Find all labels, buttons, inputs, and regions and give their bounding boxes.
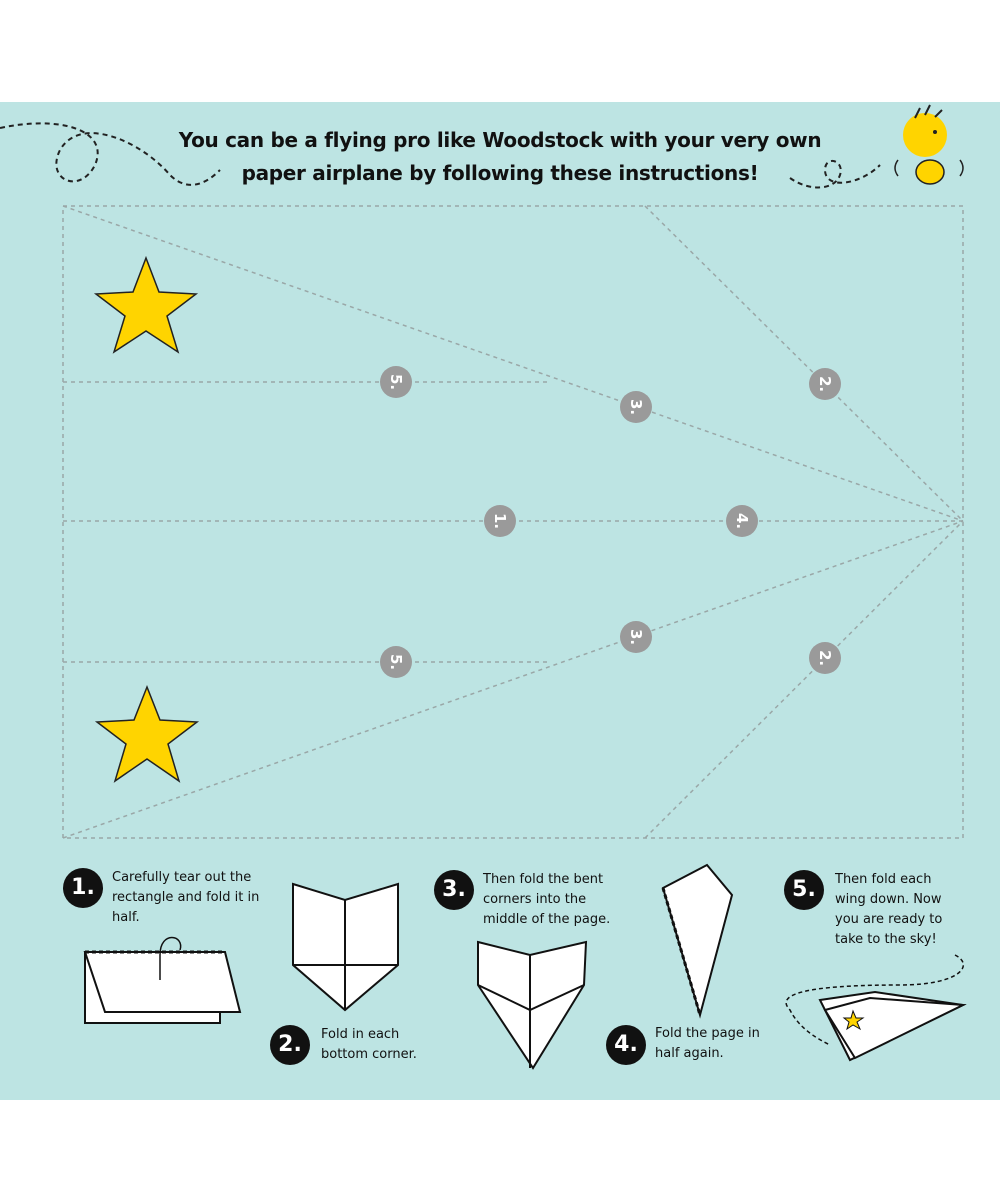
svg-text:3.: 3. xyxy=(627,629,645,645)
step4-illustration xyxy=(661,863,734,1019)
page-title: You can be a flying pro like Woodstock w… xyxy=(150,124,850,190)
svg-text:3.: 3. xyxy=(627,399,645,415)
activity-panel xyxy=(0,102,1000,1100)
step3-illustration xyxy=(477,940,588,1070)
svg-text:1.: 1. xyxy=(491,513,509,529)
step5-illustration xyxy=(785,954,967,1062)
step1-illustration xyxy=(83,936,242,1024)
star-icon xyxy=(94,684,200,783)
step-3-text: Then fold the bent corners into the midd… xyxy=(483,872,611,927)
svg-text:2.: 2. xyxy=(816,650,834,666)
star-icon xyxy=(93,255,199,354)
step-4-number: 4. xyxy=(606,1025,646,1065)
svg-text:5.: 5. xyxy=(387,374,405,390)
step-4-text: Fold the page in half again. xyxy=(655,1026,760,1061)
step-5-number: 5. xyxy=(784,870,824,910)
woodstock-icon xyxy=(894,104,964,185)
title-line-1: You can be a flying pro like Woodstock w… xyxy=(178,128,822,152)
step-2-number: 2. xyxy=(270,1025,310,1065)
step-2-text: Fold in each bottom corner. xyxy=(321,1027,417,1062)
step-1-text: Carefully tear out the rectangle and fol… xyxy=(112,870,260,925)
step-5-text: Then fold each wing down. Now you are re… xyxy=(835,872,943,947)
flight-path-decoration xyxy=(0,122,881,189)
step2-illustration xyxy=(292,882,399,1012)
svg-text:4.: 4. xyxy=(733,513,751,529)
step-illustrations xyxy=(83,863,967,1070)
fold-markers: 5. 5. 3. 3. 2. 2. 1. 4. xyxy=(380,366,841,678)
step-1-number: 1. xyxy=(63,868,103,908)
step-3-number: 3. xyxy=(434,870,474,910)
title-line-2: paper airplane by following these instru… xyxy=(241,161,759,185)
svg-text:5.: 5. xyxy=(387,654,405,670)
svg-text:2.: 2. xyxy=(816,376,834,392)
